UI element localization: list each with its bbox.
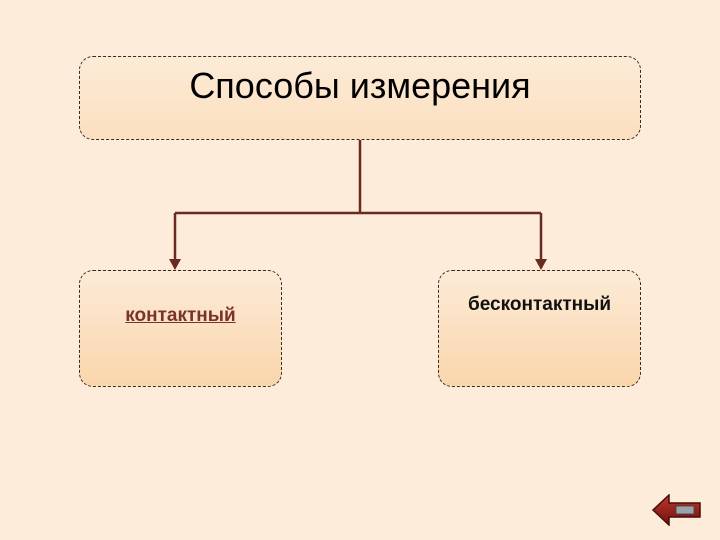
left-arrow-icon bbox=[651, 493, 701, 527]
right-arrowhead bbox=[535, 259, 547, 270]
left-arrowhead bbox=[169, 259, 181, 270]
contactless-method-label: бесконтактный bbox=[467, 294, 612, 315]
diagram-title: Способы измерения bbox=[189, 65, 531, 106]
contactless-method-box: бесконтактный bbox=[438, 270, 641, 387]
back-button[interactable] bbox=[651, 493, 702, 527]
title-box: Способы измерения bbox=[79, 56, 641, 140]
contact-method-link[interactable]: контактный bbox=[125, 305, 236, 326]
contact-method-box[interactable]: контактный bbox=[79, 270, 282, 387]
